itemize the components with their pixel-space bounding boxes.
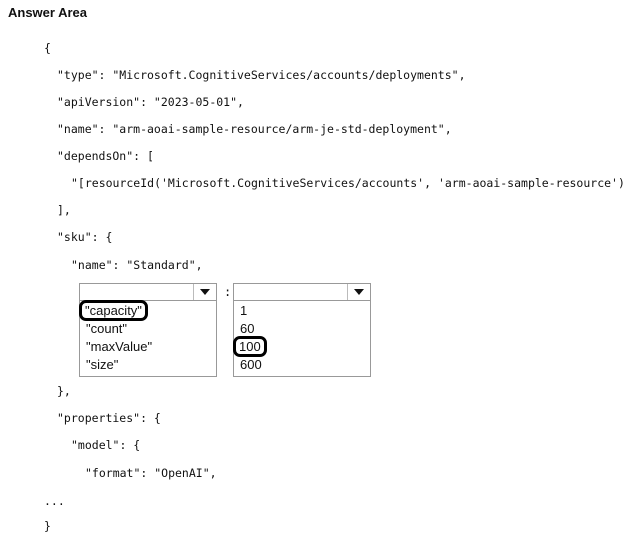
code-line: "model": { xyxy=(71,438,141,452)
value-dropdown-header[interactable] xyxy=(233,283,371,300)
code-line: "type": "Microsoft.CognitiveServices/acc… xyxy=(57,68,466,82)
dropdown-option[interactable]: "count" xyxy=(86,321,128,336)
code-line: "format": "OpenAI", xyxy=(85,466,217,480)
code-line: "dependsOn": [ xyxy=(57,149,154,163)
code-line: "name": "Standard", xyxy=(71,258,203,272)
dropdown-option[interactable]: 1 xyxy=(240,303,248,318)
chevron-down-icon[interactable] xyxy=(347,284,370,300)
code-line: ... xyxy=(44,494,65,508)
key-dropdown[interactable]: "capacity" "count" "maxValue" "size" xyxy=(79,283,217,377)
chevron-down-icon[interactable] xyxy=(193,284,216,300)
code-line: ], xyxy=(57,203,71,217)
code-line: "properties": { xyxy=(57,411,161,425)
answer-area-title: Answer Area xyxy=(8,5,87,20)
code-line: "name": "arm-aoai-sample-resource/arm-je… xyxy=(57,122,452,136)
key-dropdown-list: "capacity" "count" "maxValue" "size" xyxy=(79,300,217,377)
code-line: } xyxy=(44,519,51,533)
key-dropdown-header[interactable] xyxy=(79,283,217,300)
code-line: { xyxy=(44,41,51,55)
dropdown-option[interactable]: 60 xyxy=(240,321,255,336)
dropdown-option[interactable]: "capacity" xyxy=(79,300,216,321)
dropdown-option[interactable]: 100 xyxy=(233,336,370,357)
dropdown-option[interactable]: "size" xyxy=(86,357,119,372)
dropdown-option[interactable]: 600 xyxy=(240,357,262,372)
code-line: "sku": { xyxy=(57,230,113,244)
code-line: }, xyxy=(57,384,71,398)
code-line: "apiVersion": "2023-05-01", xyxy=(57,95,244,109)
value-dropdown-list: 1 60 100 600 xyxy=(233,300,371,377)
value-dropdown[interactable]: 1 60 100 600 xyxy=(233,283,371,377)
dropdown-option[interactable]: "maxValue" xyxy=(86,339,153,354)
colon-separator: : xyxy=(224,285,232,299)
code-line: "[resourceId('Microsoft.CognitiveService… xyxy=(71,176,624,190)
